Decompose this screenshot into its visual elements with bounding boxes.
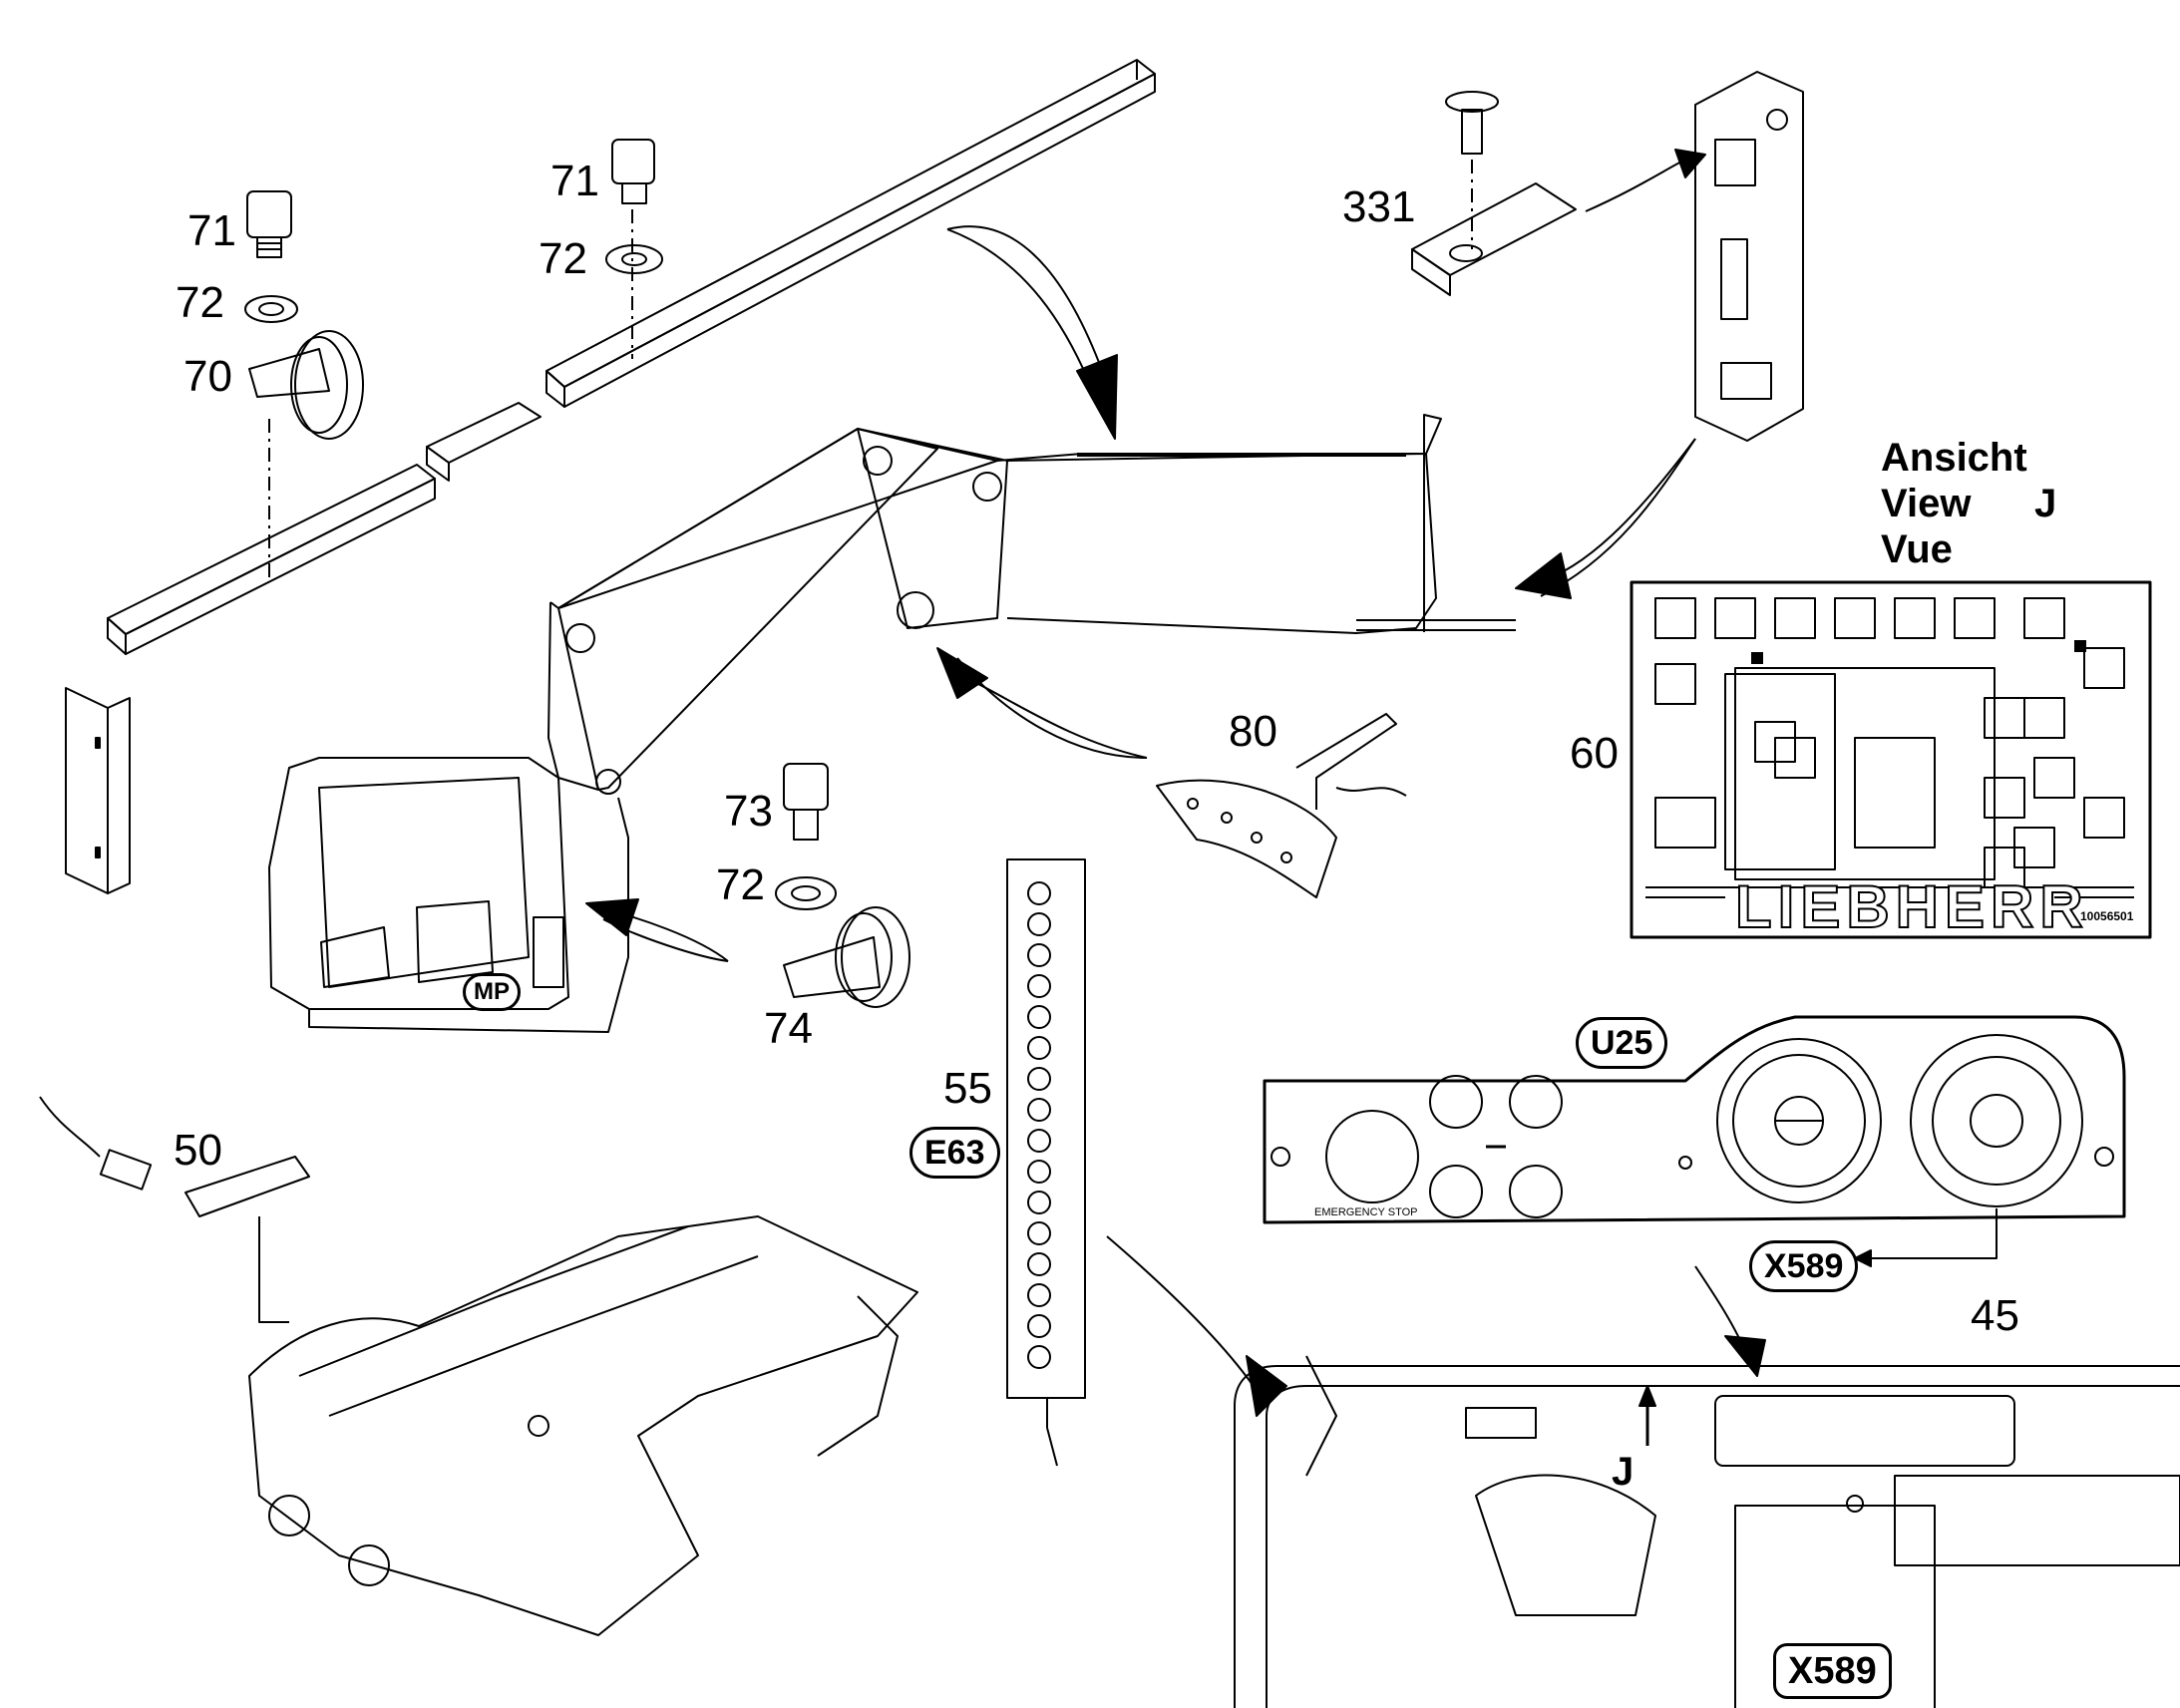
strip-button <box>1027 881 1051 905</box>
badge-u25: U25 <box>1576 1017 1668 1069</box>
washer-72-mid <box>605 244 663 274</box>
strip-button <box>1027 974 1051 998</box>
strip-button <box>1027 1345 1051 1369</box>
strip-button <box>1027 1314 1051 1338</box>
detail-marks <box>1751 640 2086 664</box>
panel-emergency-stop: EMERGENCY STOP <box>1314 1206 1418 1218</box>
part-number-72-left: 72 <box>176 278 224 327</box>
decal-view-j <box>1630 580 2152 939</box>
strip-button <box>1027 1005 1051 1029</box>
view-arrow-letter-j: J <box>1612 1450 1635 1494</box>
part-number-73: 73 <box>724 787 773 836</box>
decal-code: 10056501 <box>2080 909 2134 923</box>
part-number-331: 331 <box>1342 182 1416 231</box>
view-label-view: View <box>1881 482 1972 525</box>
chassis-frame <box>248 1215 918 1636</box>
part-number-72-mid: 72 <box>539 234 587 283</box>
decal-brand: LIEBHERR <box>1734 873 2089 940</box>
part-number-80: 80 <box>1229 707 1277 756</box>
channel-rail-top <box>545 59 1156 408</box>
part-number-50: 50 <box>174 1126 222 1175</box>
channel-rail-left <box>107 464 436 655</box>
part-number-72-lower: 72 <box>716 860 765 909</box>
pointer-arrow-boom-pivot <box>936 647 1148 759</box>
part-number-45: 45 <box>1971 1291 2019 1340</box>
screw-71-mid <box>611 139 655 204</box>
operator-cab <box>268 757 629 1033</box>
badge-e63: E63 <box>909 1127 1000 1179</box>
rail-clip <box>1411 182 1577 296</box>
strip-button <box>1027 1160 1051 1184</box>
cable-clamp-74 <box>783 906 910 1008</box>
badge-x589-bottom: X589 <box>1773 1643 1892 1699</box>
view-label-ansicht: Ansicht <box>1881 436 2027 480</box>
part-number-55: 55 <box>943 1064 992 1113</box>
strip-button <box>1027 1221 1051 1245</box>
slide-pad-80 <box>1156 713 1407 898</box>
strip-button <box>1027 943 1051 967</box>
part-number-71-left: 71 <box>187 206 236 255</box>
screw-73 <box>783 763 829 841</box>
boom-arm <box>547 414 1516 795</box>
mounting-panel <box>1694 71 1804 442</box>
washer-72-left <box>244 295 298 323</box>
cable-clamp-70-left <box>248 330 364 440</box>
part-number-71-mid: 71 <box>550 157 599 205</box>
washer-72-lower <box>775 876 837 910</box>
strip-button <box>1027 1067 1051 1091</box>
strip-button <box>1027 1036 1051 1060</box>
angle-bracket <box>65 687 131 894</box>
badge-x589-top: X589 <box>1749 1240 1859 1292</box>
pointer-arrow-rail-clip <box>1585 149 1706 212</box>
part-number-74: 74 <box>764 1004 813 1053</box>
pointer-arrow-boom <box>946 225 1118 440</box>
control-strip-buttons <box>1027 881 1051 1369</box>
proximity-sensor-50 <box>39 1096 310 1323</box>
view-label-letter: J <box>2034 482 2057 525</box>
strip-button <box>1027 1283 1051 1307</box>
screw-71-left <box>246 190 292 258</box>
pointer-arrow-bracket <box>1515 438 1696 599</box>
strip-button <box>1027 912 1051 936</box>
view-label-vue: Vue <box>1881 527 1953 571</box>
pointer-arrow-cab <box>585 898 729 962</box>
control-strip-55 <box>1006 858 1086 1467</box>
channel-piece-small <box>426 402 542 482</box>
part-number-60: 60 <box>1570 729 1619 778</box>
strip-button <box>1027 1252 1051 1276</box>
strip-button <box>1027 1129 1051 1153</box>
cab-interior <box>1106 1235 2180 1708</box>
strip-button <box>1027 1191 1051 1214</box>
control-panel-u25 <box>1263 1015 2126 1267</box>
bolt-331 <box>1445 91 1499 155</box>
part-number-70: 70 <box>183 352 232 401</box>
strip-button <box>1027 1098 1051 1122</box>
badge-mp: MP <box>463 973 521 1011</box>
